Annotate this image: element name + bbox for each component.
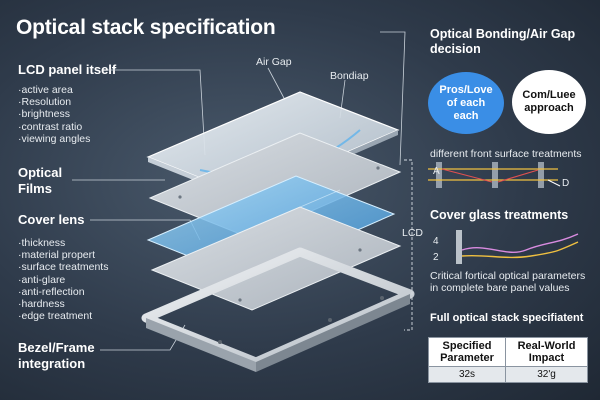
table-header-row: Specified Parameter Real-World Impact	[427, 337, 588, 367]
pros-circle-line1: Pros/Love	[439, 83, 493, 96]
ray-label-d: D	[562, 178, 570, 189]
full-stack-heading: Full optical stack specifiatent	[430, 312, 584, 324]
com-circle-line2: approach	[524, 102, 574, 114]
cover-glass-heading: Cover glass treatments	[430, 208, 569, 222]
table-row: 32s 32'g	[427, 366, 588, 383]
list-item: hardness	[18, 298, 108, 310]
ray-out	[547, 179, 561, 187]
cover-lens-list: thickness material propert surface treat…	[18, 237, 109, 322]
bondiap-label: Bondiap	[330, 70, 369, 82]
table-header-specified: Specified Parameter	[427, 337, 507, 367]
bezel-frame-layer	[141, 247, 415, 372]
filter-plate-mid	[492, 162, 498, 188]
com-circle-line1: Com/Luee	[522, 89, 576, 101]
list-item: Resolution	[18, 96, 90, 108]
leader-line-lcd	[108, 69, 206, 156]
glass-bar	[456, 230, 462, 264]
table-header-impact: Real-World Impact	[505, 337, 588, 367]
table-cell: 32'g	[505, 366, 588, 383]
pros-circle-line3: each	[453, 109, 479, 122]
filter-plate-right	[538, 162, 544, 188]
treatment-curve-pink	[461, 233, 579, 254]
list-item: anti-reflection	[18, 286, 108, 298]
critical-text-line2: in complete bare panel values	[430, 282, 570, 294]
bezel-frame-heading-line1: Bezel/Frame	[18, 340, 95, 355]
list-item: surface treatments	[18, 261, 109, 273]
critical-text-line1: Critical fortical optical parameters	[430, 270, 586, 282]
ray-red	[441, 168, 493, 183]
optical-films-heading: Optical Films	[18, 165, 62, 197]
table-header-impact-line1: Real-World	[517, 340, 576, 352]
list-item: viewing angles	[18, 133, 91, 145]
list-item: edge treatment	[18, 310, 108, 322]
front-surface-ray-diagram	[428, 162, 561, 188]
lcd-bracket	[404, 159, 413, 331]
table-cell: 32s	[427, 366, 507, 383]
bonding-heading-line1: Optical Bonding/Air Gap	[430, 27, 576, 41]
page-title: Optical stack specification	[16, 16, 276, 39]
lcd-label: LCD	[402, 227, 424, 239]
list-item: thickness	[18, 237, 108, 249]
spec-table: Specified Parameter Real-World Impact 32…	[427, 337, 588, 383]
pros-circle-line2: of each	[446, 96, 486, 109]
bonding-heading-line2: decision	[430, 42, 481, 56]
lcd-panel-list: active area Resolution brightness contra…	[18, 84, 91, 145]
optical-films-heading-line2: Films	[18, 181, 52, 196]
table-header-specified-line2: Parameter	[440, 352, 494, 364]
list-item: anti-glare	[18, 274, 108, 286]
pros-circle: Pros/Love of each each	[428, 72, 504, 134]
mini-chart-tick-4: 4	[433, 236, 439, 247]
ray-red-2	[497, 169, 539, 183]
air-gap-label: Air Gap	[256, 56, 292, 68]
list-item: contrast ratio	[18, 121, 90, 133]
cover-glass-mini-chart	[456, 230, 579, 264]
front-surface-label: different front surface treatments	[430, 148, 582, 160]
cover-lens-heading: Cover lens	[18, 212, 85, 227]
list-item: active area	[18, 84, 90, 96]
table-header-impact-line2: Impact	[528, 352, 565, 364]
mini-chart-tick-2: 2	[433, 252, 439, 263]
table-header-specified-line1: Specified	[442, 340, 492, 352]
bezel-frame-heading: Bezel/Frame integration	[18, 340, 95, 372]
ray-label-a: A	[433, 166, 440, 177]
leader-lines	[72, 31, 406, 351]
leader-line-right	[380, 31, 406, 166]
list-item: material propert	[18, 249, 108, 261]
treatment-curve-yellow	[461, 241, 579, 259]
lcd-panel-heading: LCD panel itself	[18, 62, 117, 77]
optical-films-heading-line1: Optical	[18, 165, 63, 180]
leader-line-airgap	[267, 67, 286, 101]
bezel-frame-heading-line2: integration	[18, 356, 86, 371]
critical-parameters-text: Critical fortical optical parameters in …	[430, 270, 585, 294]
bonding-heading: Optical Bonding/Air Gap decision	[430, 27, 575, 57]
filter-plate-left	[436, 162, 442, 188]
com-circle: Com/Luee approach	[512, 70, 586, 134]
list-item: brightness	[18, 108, 90, 120]
